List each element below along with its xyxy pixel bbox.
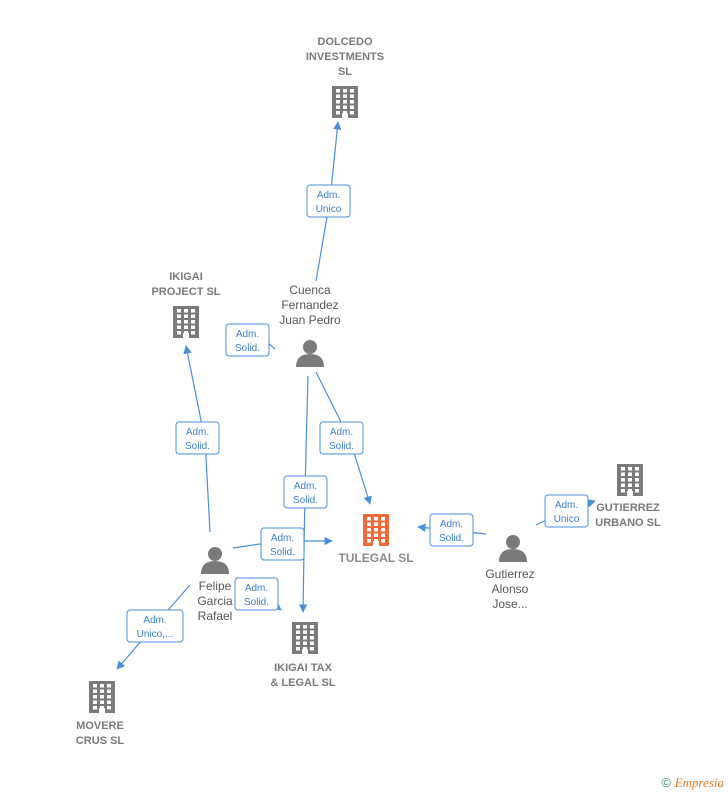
node-ikigai-project[interactable]: IKIGAI PROJECT SL [151,271,221,338]
node-label[interactable]: Felipe [199,579,232,593]
edge-label-box[interactable] [429,513,474,547]
node-label[interactable]: IKIGAI [169,271,203,283]
node-label[interactable]: TULEGAL SL [338,551,413,565]
edge-label-box[interactable] [306,184,351,218]
node-label[interactable]: Rafael [198,609,233,623]
edges-layer: Adm.UnicoAdm.Solid.Adm.Solid.Adm.Solid.A… [116,121,596,670]
node-gutierrez-alonso[interactable]: GutierrezAlonsoJose... [485,535,535,611]
node-tulegal[interactable]: TULEGAL SL [338,514,414,565]
node-label[interactable]: GUTIERREZ [596,502,660,514]
node-label[interactable]: Jose... [492,597,527,611]
building-icon [292,622,318,654]
edge-label-text: Adm. [555,500,578,511]
edge-cuenca-tulegal: Adm. Solid. [315,371,372,505]
node-gutierrez-urbano[interactable]: GUTIERREZ URBANO SL [595,464,661,529]
copyright-icon: © [661,775,672,790]
footer: © Empresia [661,775,724,791]
edge-label-text: Adm. [294,481,317,492]
edge-label-box[interactable] [283,475,328,509]
edge-gutierrez_alonso-tulegal: Adm. Solid. [417,513,487,547]
edge-label-box[interactable] [175,421,220,455]
node-label[interactable]: Alonso [492,582,529,596]
edge-label-text: Adm. [245,583,268,594]
node-label[interactable]: CRUS SL [76,735,125,747]
edge-label-text: Unico [554,514,580,525]
edge-label-text: Solid. [329,441,354,452]
node-label[interactable]: IKIGAI TAX [274,662,333,674]
edge-label-box[interactable] [544,494,589,528]
edge-felipe-tulegal: Adm. Solid. [232,527,333,561]
person-icon [499,535,527,562]
edge-label-text: Unico [316,204,342,215]
nodes-layer: DOLCEDO INVESTMENTS SL IKIGAI PROJECT SL Cuen… [76,36,661,747]
edge-felipe-movere: Adm. Unico,... [116,584,191,670]
node-label[interactable]: Fernandez [281,298,338,312]
edge-label-text: Adm. [186,427,209,438]
edge-label-text: Solid. [235,343,260,354]
edge-label-text: Adm. [271,533,294,544]
node-label[interactable]: URBANO SL [595,517,661,529]
edge-label-text: Solid. [270,547,295,558]
edge-label-text: Solid. [185,441,210,452]
node-label[interactable]: Cuenca [289,283,331,297]
node-label[interactable]: PROJECT SL [151,286,220,298]
node-movere[interactable]: MOVERE CRUS SL [76,681,125,747]
node-label[interactable]: Gutierrez [485,567,534,581]
edge-cuenca-ikigai_project: Adm. Solid. [225,323,276,357]
main-company-icon [363,514,389,546]
edge-label-text: Adm. [317,190,340,201]
edge-gutierrez_alonso-gutierrez_urbano: Adm. Unico [535,494,596,528]
node-label[interactable]: & LEGAL SL [270,677,335,689]
building-icon [332,86,358,118]
edge-label-box[interactable] [234,577,279,611]
node-label[interactable]: MOVERE [76,720,124,732]
edge-label-text: Solid. [244,597,269,608]
edge-cuenca-ikigai_tax: Adm. Solid. [283,375,328,613]
edge-label-box[interactable] [225,323,270,357]
edge-cuenca-dolcedo: Adm. Unico [306,121,351,282]
edge-label-box[interactable] [319,421,364,455]
edge-label-text: Adm. [143,615,166,626]
building-icon [617,464,643,496]
edge-label-box[interactable] [126,609,184,643]
node-dolcedo[interactable]: DOLCEDO INVESTMENTS SL [306,36,384,118]
edge-label-text: Unico,... [137,629,174,640]
edge-label-box[interactable] [260,527,305,561]
person-icon [296,340,324,367]
edge-felipe-ikigai_project: Adm. Solid. [175,345,220,533]
brand-logo[interactable]: Empresia [674,775,724,790]
node-label[interactable]: SL [338,66,352,78]
building-icon [173,306,199,338]
edge-label-text: Solid. [293,495,318,506]
node-label[interactable]: INVESTMENTS [306,51,384,63]
edge-label-text: Adm. [330,427,353,438]
edge-felipe-ikigai_tax: Adm. Solid. [234,577,282,611]
node-label[interactable]: Garcia [197,594,233,608]
person-icon [201,547,229,574]
node-ikigai-tax[interactable]: IKIGAI TAX & LEGAL SL [270,622,336,689]
node-label[interactable]: DOLCEDO [318,36,373,48]
building-icon [89,681,115,713]
edge-label-text: Solid. [439,533,464,544]
edge-label-text: Adm. [236,329,259,340]
node-label[interactable]: Juan Pedro [279,313,341,327]
edge-label-text: Adm. [440,519,463,530]
